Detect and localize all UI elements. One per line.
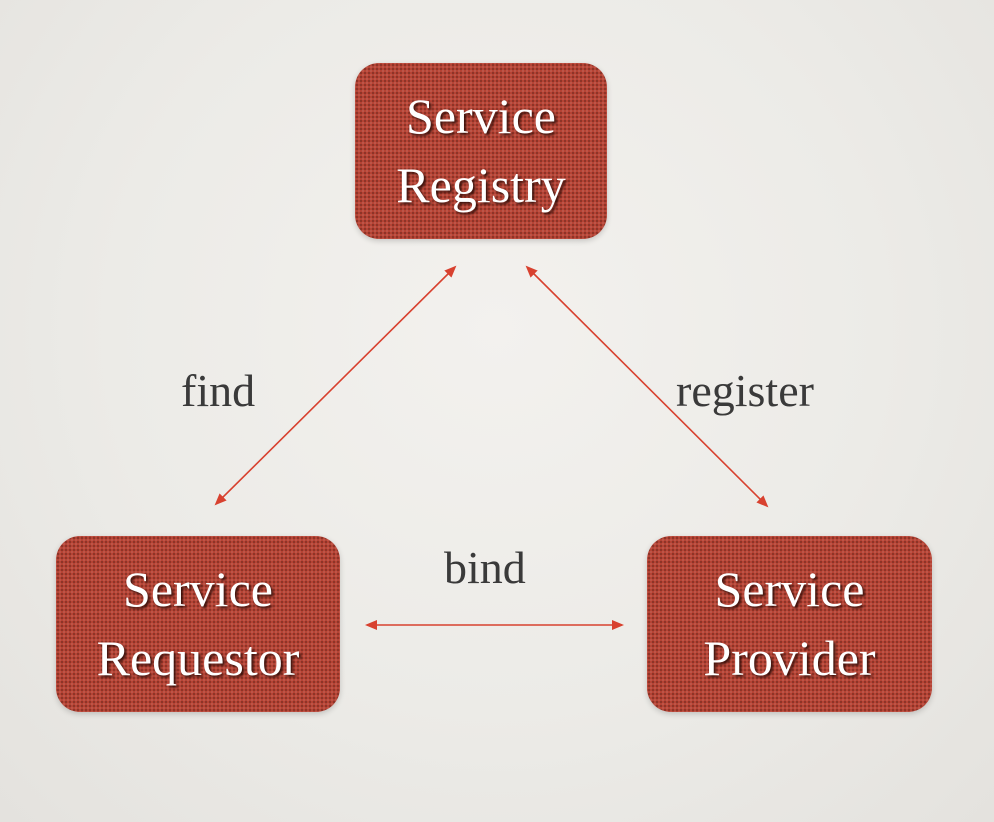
service-requestor-line1: Service <box>123 561 273 617</box>
service-provider-line1: Service <box>714 561 865 617</box>
find-label: find <box>181 365 256 416</box>
service-registry-line2: Registry <box>396 157 566 213</box>
service-requestor-node: Service Requestor <box>56 536 340 712</box>
service-registry-line1: Service <box>406 88 556 144</box>
service-provider-line2: Provider <box>703 630 876 686</box>
register-label: register <box>676 365 814 416</box>
service-registry-node: Service Registry <box>355 63 607 239</box>
register-arrow <box>525 265 769 508</box>
find-arrow <box>214 265 457 506</box>
service-requestor-line2: Requestor <box>96 630 300 686</box>
bind-label: bind <box>444 542 526 593</box>
service-provider-node: Service Provider <box>647 536 932 712</box>
